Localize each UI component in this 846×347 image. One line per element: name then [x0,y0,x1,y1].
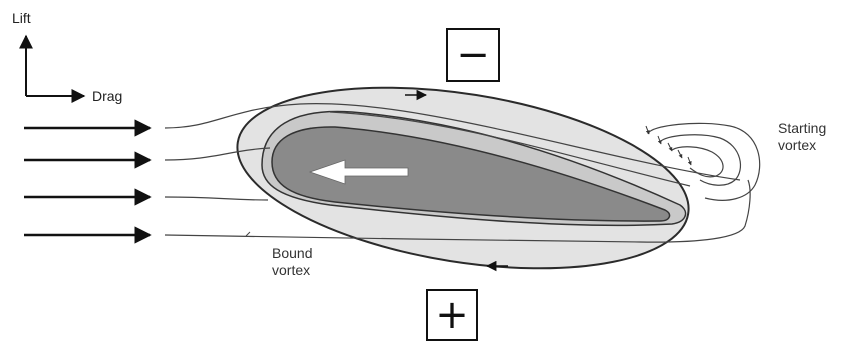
vortex-arrow-1 [646,126,649,134]
bound-vortex-label: Bound vortex [272,245,312,279]
vortex-arrow-3 [668,143,672,151]
high-pressure-sign: + [426,289,478,341]
starting-vortex-line-1: Starting [778,120,826,137]
bound-vortex-line-1: Bound [272,245,312,262]
vortex-arrow-2 [658,136,661,144]
vortex-arrow-5 [688,157,691,165]
low-pressure-sign: − [446,28,500,82]
bound-vortex-line-2: vortex [272,262,312,279]
vortex-loop-inner [672,147,723,177]
starting-vortex-label: Starting vortex [778,120,826,154]
bound-vortex-leader [246,232,250,236]
starting-vortex-line-2: vortex [778,137,826,154]
streamline-3 [165,197,268,200]
vortex-arrow-4 [678,150,682,158]
drag-label: Drag [92,88,122,105]
lift-label: Lift [12,10,31,27]
